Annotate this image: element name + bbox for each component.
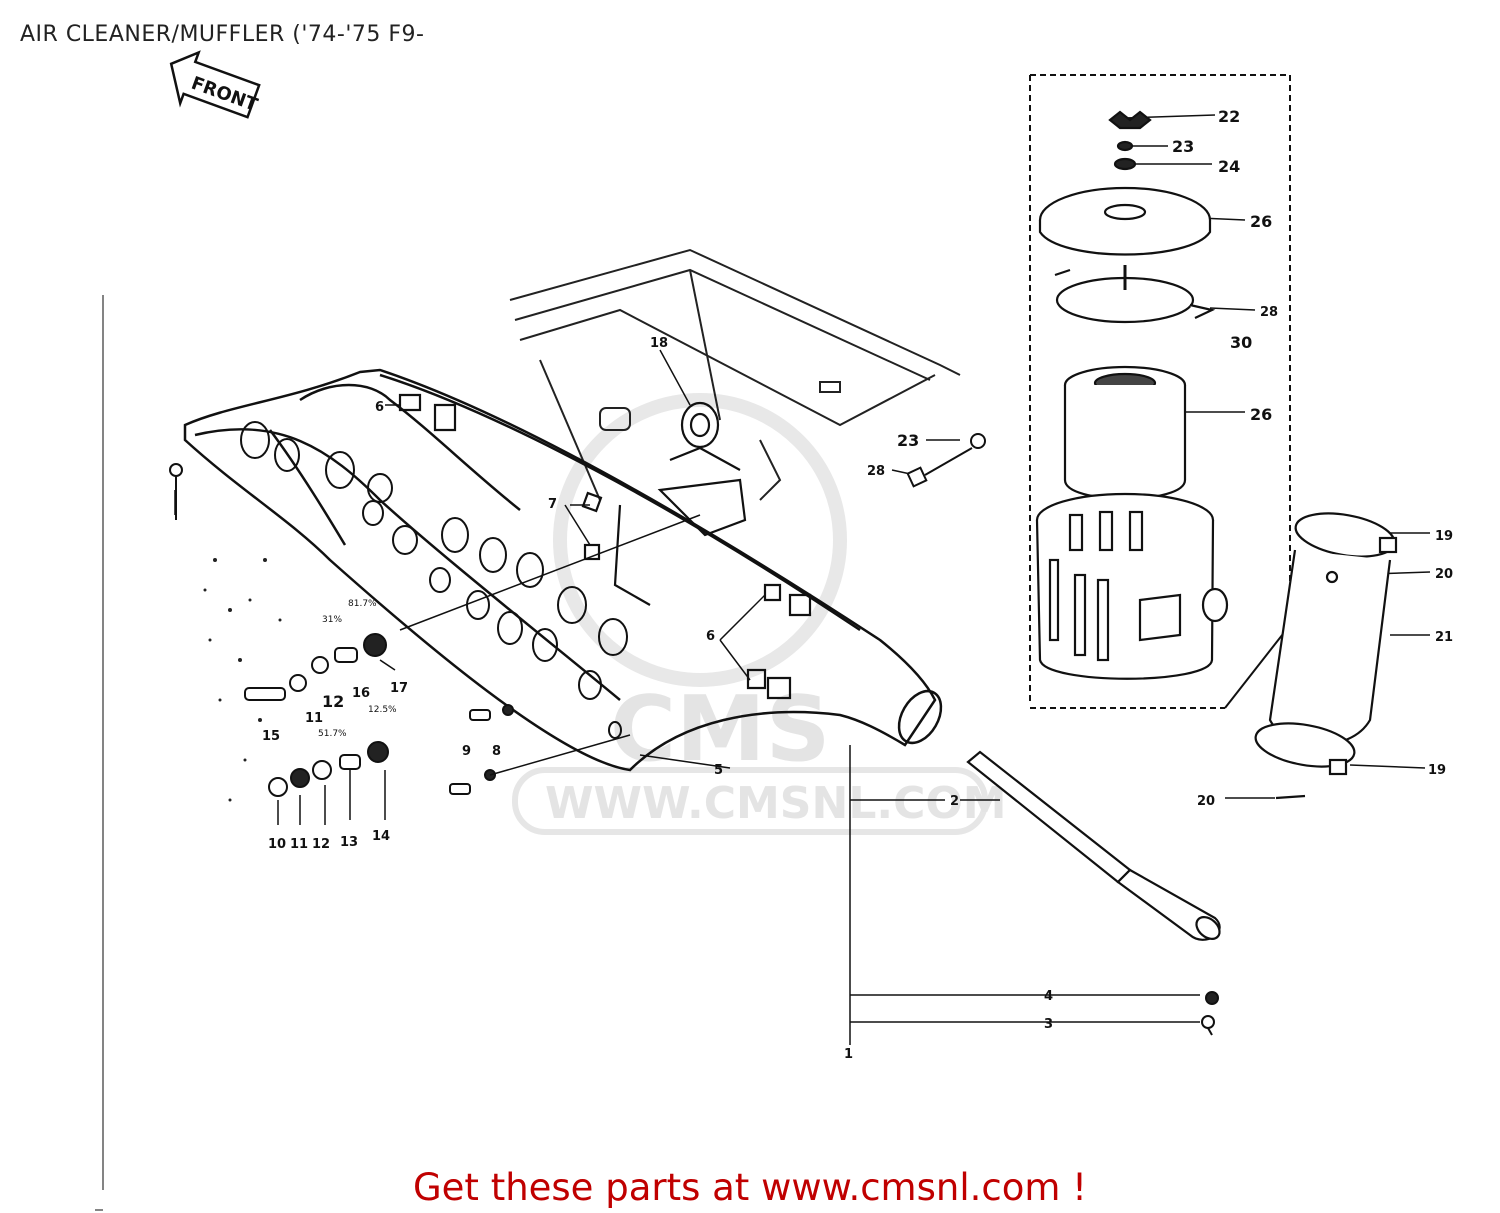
front-arrow-icon: FRONT bbox=[169, 50, 261, 119]
small-hardware bbox=[169, 463, 514, 797]
callout-13b: 13 bbox=[340, 835, 358, 850]
tail-pipe bbox=[966, 750, 1221, 941]
intake-tube bbox=[1254, 512, 1398, 800]
callout-10b: 10 bbox=[268, 837, 286, 852]
callout-6b: 6 bbox=[706, 629, 715, 644]
callout-4: 4 bbox=[1044, 989, 1053, 1004]
percent-note-3: 12.5% bbox=[368, 705, 397, 715]
callout-12: 12 bbox=[322, 692, 344, 711]
percent-note-4: 51.7% bbox=[318, 729, 347, 739]
muffler-holes bbox=[240, 421, 628, 739]
watermark-logo: CMS WWW.CMSNL.COM bbox=[512, 393, 1007, 835]
frame-rails bbox=[509, 248, 961, 501]
page-title: AIR CLEANER/MUFFLER ('74-'75 F9- bbox=[20, 22, 425, 47]
callout-23b: 23 bbox=[897, 431, 919, 450]
callout-1: 1 bbox=[844, 1047, 853, 1062]
callout-9: 9 bbox=[462, 744, 471, 759]
callout-28b: 28 bbox=[867, 464, 885, 479]
callout-22: 22 bbox=[1218, 107, 1240, 126]
callout-18: 18 bbox=[650, 336, 668, 351]
bolt-part bbox=[906, 433, 986, 488]
callout-19a: 19 bbox=[1435, 529, 1453, 544]
callout-15: 15 bbox=[262, 729, 280, 744]
callout-8: 8 bbox=[492, 744, 501, 759]
callout-12b: 12 bbox=[312, 837, 330, 852]
callout-26a: 26 bbox=[1250, 212, 1272, 231]
callout-7: 7 bbox=[548, 497, 557, 512]
callout-11b: 11 bbox=[290, 837, 308, 852]
svg-text:CMS: CMS bbox=[610, 677, 830, 782]
callout-17: 17 bbox=[390, 681, 408, 696]
print-speckles bbox=[203, 558, 282, 802]
callout-23a: 23 bbox=[1172, 137, 1194, 156]
screw-parts bbox=[1201, 991, 1219, 1036]
callout-19b: 19 bbox=[1428, 763, 1446, 778]
callout-5: 5 bbox=[714, 763, 723, 778]
percent-note-2: 81.7% bbox=[348, 599, 377, 609]
clamp-part bbox=[398, 393, 812, 700]
callout-16: 16 bbox=[352, 686, 370, 701]
callout-30: 30 bbox=[1230, 333, 1252, 352]
callout-24: 24 bbox=[1218, 157, 1240, 176]
callout-11: 11 bbox=[305, 711, 323, 726]
percent-note-1: 31% bbox=[322, 615, 342, 625]
callout-14: 14 bbox=[372, 829, 390, 844]
callout-20b: 20 bbox=[1197, 794, 1215, 809]
air-cleaner-parts bbox=[1035, 110, 1229, 680]
watermark-url: WWW.CMSNL.COM bbox=[545, 778, 1007, 829]
air-cleaner-box bbox=[1029, 74, 1291, 709]
callout-6a: 6 bbox=[375, 400, 384, 415]
footer-link[interactable]: Get these parts at www.cmsnl.com ! bbox=[412, 1166, 1087, 1209]
callout-20a: 20 bbox=[1435, 567, 1453, 582]
callout-3: 3 bbox=[1044, 1017, 1053, 1032]
leader-lines bbox=[174, 114, 1431, 1045]
callout-21: 21 bbox=[1435, 630, 1453, 645]
callout-labels: 22 23 24 26 28 30 26 23 28 19 20 21 19 2… bbox=[262, 107, 1453, 1062]
callout-26b: 26 bbox=[1250, 405, 1272, 424]
callout-28a: 28 bbox=[1260, 305, 1278, 320]
callout-2: 2 bbox=[950, 794, 959, 809]
